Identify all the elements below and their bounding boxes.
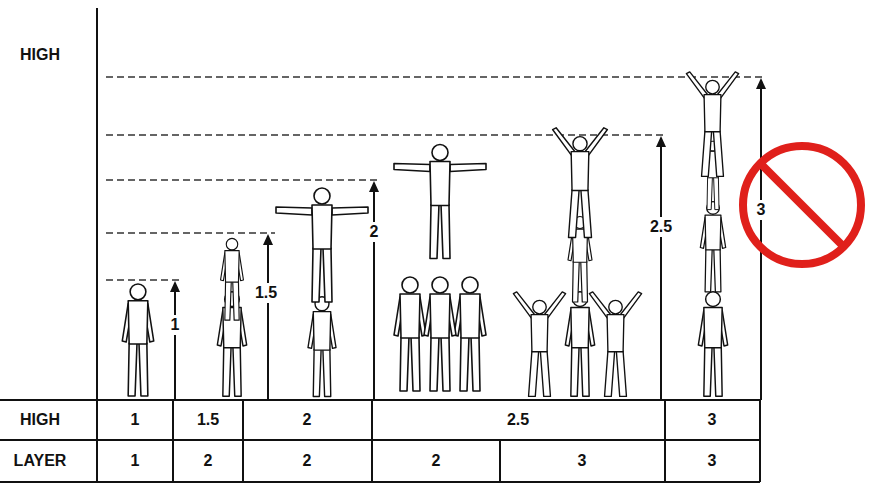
table-cell: 1 [129, 451, 142, 471]
prohibition-sign [743, 146, 861, 264]
table-cell: 1 [129, 410, 142, 430]
row-header: LAYER [12, 451, 69, 471]
height-value: 1 [169, 315, 182, 335]
chart-axes-table [0, 8, 760, 482]
height-guides [106, 77, 765, 280]
height-value: 1.5 [253, 283, 279, 303]
table-cell: 3 [706, 410, 719, 430]
table-cell: 3 [576, 451, 589, 471]
height-arrows [170, 78, 766, 400]
height-value: 3 [755, 200, 768, 220]
table-cell: 1.5 [195, 410, 221, 430]
table-cell: 2 [301, 410, 314, 430]
table-cell: 2 [301, 451, 314, 471]
table-cell: 2 [202, 451, 215, 471]
height-value: 2 [368, 222, 381, 242]
row-header: HIGH [18, 410, 62, 430]
table-cell: 3 [706, 451, 719, 471]
table-cell: 2 [430, 451, 443, 471]
cheer-figures [122, 72, 738, 397]
axis-title: HIGH [18, 45, 62, 65]
height-value: 2.5 [648, 217, 674, 237]
table-cell: 2.5 [505, 410, 531, 430]
